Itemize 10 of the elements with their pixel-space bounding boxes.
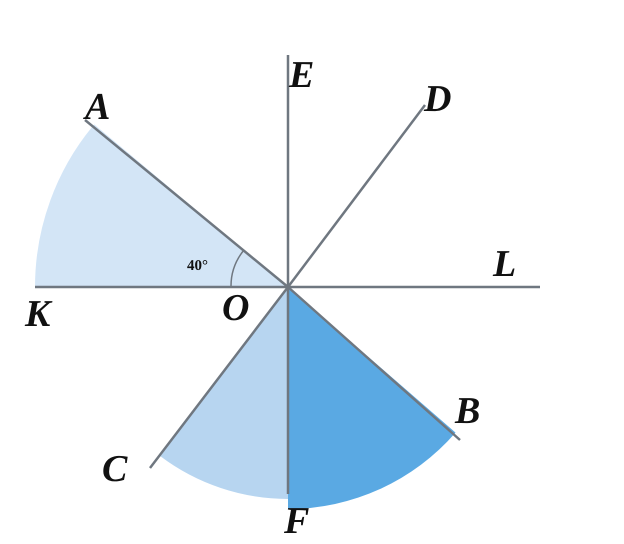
point-label: L (493, 245, 516, 283)
point-label: B (455, 392, 480, 430)
point-label: A (85, 88, 110, 126)
angle-label: 40° (187, 259, 208, 274)
point-label: E (289, 56, 314, 94)
point-label: F (284, 502, 310, 540)
point-label: K (25, 295, 50, 333)
point-label: D (424, 80, 452, 118)
point-label: C (102, 450, 128, 488)
point-label: O (222, 289, 250, 327)
